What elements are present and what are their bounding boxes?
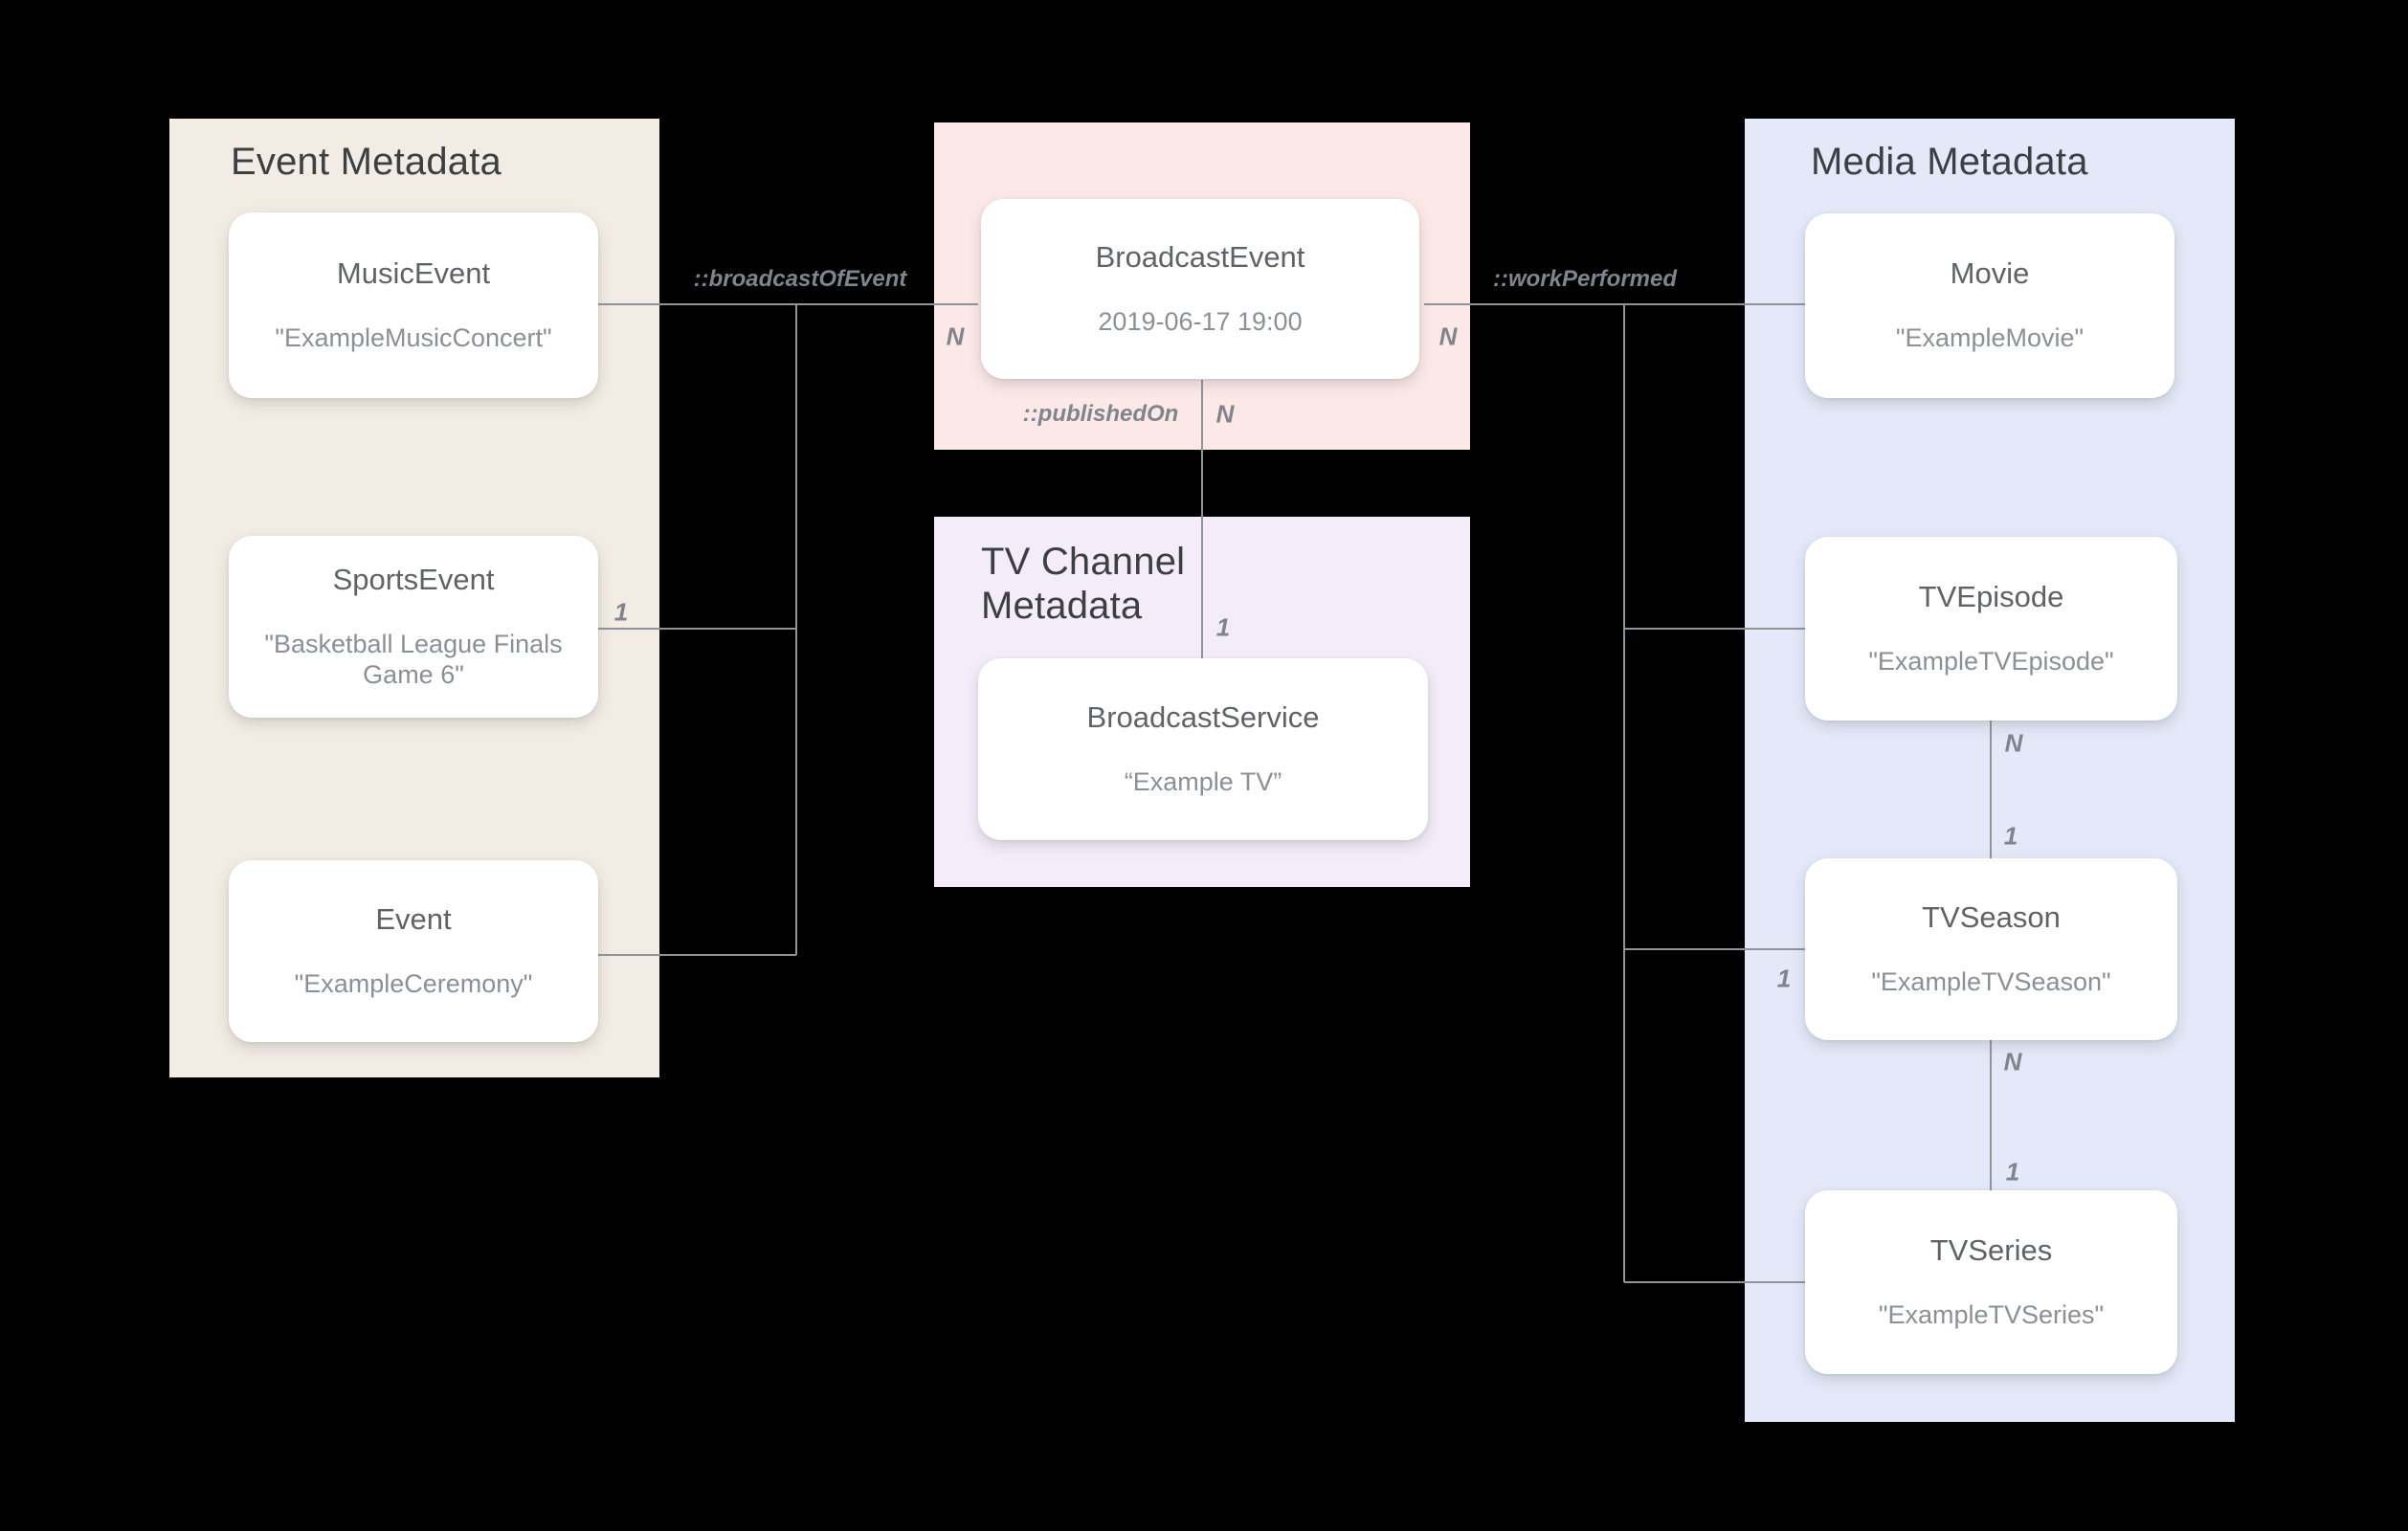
node-title: TVSeries	[1929, 1232, 2053, 1267]
node-title: TVSeason	[1922, 899, 2061, 934]
cardinality-workperformed-n: N	[1438, 322, 1458, 351]
node-subtitle: "ExampleMovie"	[1895, 323, 2085, 353]
node-title: MusicEvent	[336, 255, 491, 290]
node-tv-episode: TVEpisode "ExampleTVEpisode"	[1805, 537, 2177, 721]
node-tv-series: TVSeries "ExampleTVSeries"	[1805, 1190, 2177, 1374]
cardinality-season-series-1: 1	[2005, 1157, 2020, 1187]
event-metadata-title: Event Metadata	[231, 141, 502, 183]
node-subtitle: "ExampleTVEpisode"	[1868, 646, 2114, 676]
node-subtitle: "ExampleMusicConcert"	[275, 322, 552, 352]
node-event: Event "ExampleCeremony"	[229, 860, 598, 1042]
cardinality-season-series-n: N	[2003, 1047, 2022, 1076]
cardinality-episode-season-1: 1	[2003, 821, 2018, 851]
node-subtitle: "Basketball League Finals Game 6"	[264, 629, 563, 690]
node-title: Movie	[1950, 256, 2030, 291]
cardinality-broadcastservice-1: 1	[1215, 612, 1231, 642]
cardinality-episode-season-n: N	[2004, 728, 2023, 758]
node-title: BroadcastService	[1086, 699, 1320, 734]
node-broadcast-service: BroadcastService “Example TV”	[978, 658, 1428, 840]
tv-channel-metadata-title: TV Channel Metadata	[981, 541, 1186, 627]
node-broadcast-event: BroadcastEvent 2019-06-17 19:00	[981, 199, 1419, 379]
node-title: TVEpisode	[1918, 579, 2064, 613]
node-movie: Movie "ExampleMovie"	[1805, 213, 2174, 398]
node-title: Event	[375, 901, 452, 936]
node-subtitle: “Example TV”	[1124, 766, 1282, 796]
node-tv-season: TVSeason "ExampleTVSeason"	[1805, 858, 2177, 1040]
published-on-label: ::publishedOn	[1022, 401, 1179, 427]
node-subtitle: "ExampleTVSeries"	[1878, 1299, 2105, 1329]
node-title: BroadcastEvent	[1095, 239, 1305, 274]
cardinality-tvseason-1: 1	[1776, 964, 1792, 993]
cardinality-broadcastofevent-n: N	[946, 322, 965, 351]
work-performed-label: ::workPerformed	[1492, 266, 1678, 292]
media-metadata-title: Media Metadata	[1811, 141, 2088, 183]
cardinality-sportsevent-1: 1	[613, 597, 629, 627]
node-subtitle: "ExampleTVSeason"	[1871, 966, 2111, 996]
node-title: SportsEvent	[332, 562, 495, 596]
cardinality-publishedon-n: N	[1215, 399, 1235, 429]
node-subtitle: "ExampleCeremony"	[294, 968, 533, 998]
broadcast-of-event-label: ::broadcastOfEvent	[693, 266, 907, 292]
node-music-event: MusicEvent "ExampleMusicConcert"	[229, 212, 598, 398]
node-sports-event: SportsEvent "Basketball League Finals Ga…	[229, 536, 598, 718]
node-subtitle: 2019-06-17 19:00	[1098, 306, 1303, 336]
